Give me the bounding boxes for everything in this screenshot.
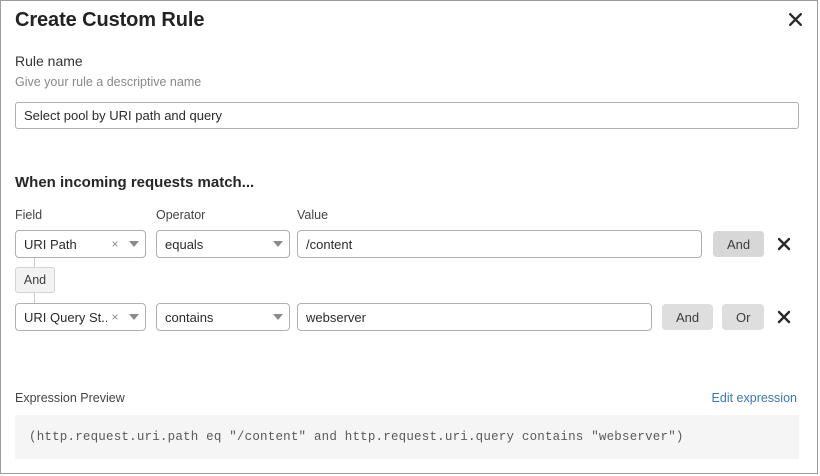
field-select-value-row-2: URI Query St... <box>24 309 107 325</box>
condition-connector-and-badge[interactable]: And <box>15 267 55 293</box>
column-header-operator: Operator <box>156 208 206 222</box>
value-input-row-1[interactable] <box>297 230 702 258</box>
column-header-field: Field <box>15 208 43 222</box>
field-select-row-2[interactable]: URI Query St... × <box>15 303 146 331</box>
edit-expression-link[interactable]: Edit expression <box>711 391 797 405</box>
rule-name-help-text: Give your rule a descriptive name <box>15 75 202 89</box>
dialog-title: Create Custom Rule <box>15 9 205 31</box>
delete-row-glyph <box>777 310 791 324</box>
condition-row: URI Path × equals And <box>1 230 817 258</box>
field-select-value-row-1: URI Path <box>24 236 77 252</box>
operator-select-row-1[interactable]: equals <box>156 230 290 258</box>
clear-x-icon-row-1[interactable]: × <box>111 237 119 251</box>
operator-select-value-row-1: equals <box>165 236 204 252</box>
close-glyph <box>788 12 802 26</box>
logic-or-button-row-2[interactable]: Or <box>722 304 765 330</box>
expression-preview-text: (http.request.uri.path eq "/content" and… <box>29 430 684 444</box>
chevron-down-icon-operator-row-2[interactable] <box>267 314 289 320</box>
match-section-heading: When incoming requests match... <box>15 174 255 191</box>
delete-row-icon-row-1[interactable] <box>773 233 795 255</box>
expression-preview-box: (http.request.uri.path eq "/content" and… <box>15 415 799 459</box>
delete-row-icon-row-2[interactable] <box>773 306 795 328</box>
operator-select-value-row-2: contains <box>165 309 214 325</box>
logic-and-button-row-1[interactable]: And <box>713 231 765 257</box>
column-header-value: Value <box>297 208 329 222</box>
rule-name-label: Rule name <box>15 53 83 69</box>
value-input-row-2[interactable] <box>297 303 652 331</box>
expression-preview-label: Expression Preview <box>15 391 125 405</box>
clear-x-icon-row-2[interactable]: × <box>111 310 119 324</box>
rule-name-input[interactable] <box>15 102 799 129</box>
delete-row-glyph <box>777 237 791 251</box>
field-select-row-1[interactable]: URI Path × <box>15 230 146 258</box>
close-icon[interactable] <box>783 7 807 31</box>
chevron-down-icon-row-1[interactable] <box>123 241 145 247</box>
operator-select-row-2[interactable]: contains <box>156 303 290 331</box>
chevron-down-icon-operator-row-1[interactable] <box>267 241 289 247</box>
chevron-down-icon-row-2[interactable] <box>123 314 145 320</box>
condition-row: URI Query St... × contains And Or <box>1 303 817 331</box>
logic-and-button-row-2[interactable]: And <box>662 304 714 330</box>
